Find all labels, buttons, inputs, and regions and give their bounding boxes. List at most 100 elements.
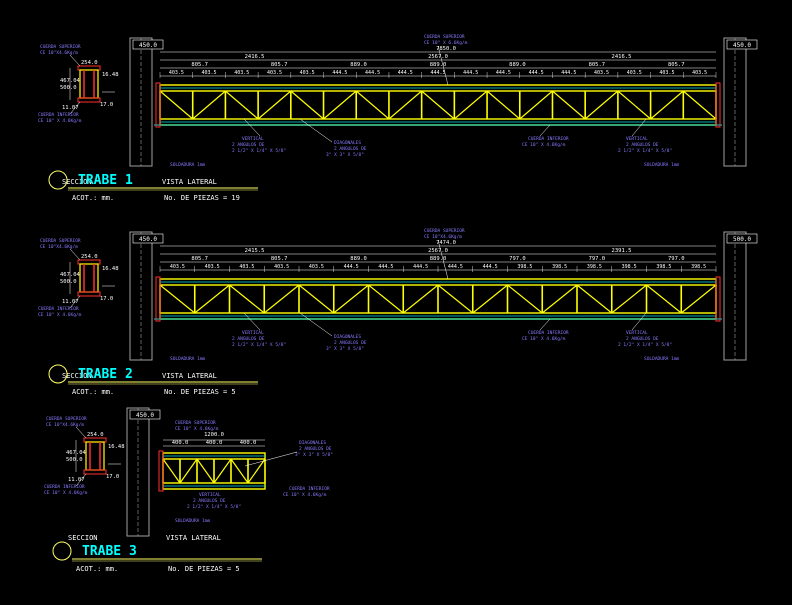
- dim-panel-7: 444.5: [413, 264, 428, 270]
- end-plate-left: [158, 450, 164, 492]
- leader-vertical-r: [631, 118, 647, 137]
- column-right-label-box: [726, 39, 758, 50]
- end-plate-right: [715, 82, 721, 128]
- dim-total: 1200.0: [204, 432, 224, 438]
- dim-panel-13: 403.5: [594, 70, 609, 76]
- sec-dim-h1: 467.04: [60, 272, 81, 278]
- note-vertical-1: VERTICAL: [199, 492, 221, 498]
- note-vertical-2: 2 ANGULOS DE: [193, 498, 226, 504]
- dim-upper-4: 889.0: [509, 62, 526, 68]
- label-seccion: SECCION: [68, 534, 98, 542]
- note-vertical-r-2: 2 ANGULOS DE: [626, 336, 659, 342]
- column-right-label: 450.0: [733, 42, 751, 49]
- dim-mid-0: 2415.5: [245, 248, 265, 254]
- dim-panel-12: 398.5: [587, 264, 602, 270]
- section-body: [79, 263, 99, 293]
- diagonal-member: [646, 284, 682, 314]
- diagonal-member: [368, 284, 404, 314]
- dim-upper-1: 805.7: [271, 62, 288, 68]
- note-vertical-3: 2 1/2" X 1/4" X 5/8": [187, 504, 241, 510]
- sec-dim-bl: 11.07: [68, 477, 85, 483]
- sec-dim-top: 254.0: [87, 432, 104, 438]
- note-vertical-2: 2 ANGULOS DE: [232, 142, 265, 148]
- sec-note-inf-1: CUERDA INFERIOR: [38, 112, 79, 118]
- note-vertical-r-3: 2 1/2" X 1/4" X 5/8": [618, 342, 672, 348]
- dim-upper-5: 805.7: [589, 62, 606, 68]
- dim-panel-1: 403.5: [205, 264, 220, 270]
- leader-cuerda-sup: [437, 45, 449, 86]
- label-vista: VISTA LATERAL: [166, 534, 221, 542]
- note-soldadura-left: SOLDADURA 1mm: [170, 356, 206, 362]
- title-acot: ACOT.: mm.: [72, 194, 114, 202]
- sec-dim-h2: 500.0: [60, 279, 77, 285]
- note-cuerda-sup-1: CUERDA SUPERIOR: [175, 420, 216, 426]
- dim-panel-13: 398.5: [622, 264, 637, 270]
- diagonal-member: [162, 458, 181, 484]
- leader-cuerda-inf: [539, 318, 551, 331]
- dim-panel-4: 403.5: [300, 70, 315, 76]
- note-soldadura: SOLDADURA 1mm: [175, 518, 211, 524]
- sec-dim-right: 16.48: [102, 72, 119, 78]
- dim-panel-5: 444.5: [344, 264, 359, 270]
- dim-panel-9: 444.5: [463, 70, 478, 76]
- diagonal-member: [617, 90, 651, 120]
- note-cuerda-sup-2: CE 10" X 4.6Kg/m: [175, 426, 219, 432]
- sec-dim-h1: 467.04: [60, 78, 81, 84]
- sec-note-inf-2: CE 10" X 4.6Kg/m: [44, 490, 88, 496]
- sec-note-sup-2: CE 10"X4.6Kg/m: [40, 50, 78, 56]
- diagonal-member: [333, 284, 369, 314]
- note-vertical-2: 2 ANGULOS DE: [232, 336, 265, 342]
- diagonal-member: [680, 284, 717, 314]
- dim-panel-11: 444.5: [529, 70, 544, 76]
- dim-panel-15: 398.5: [691, 264, 706, 270]
- sec-note-sup-1: CUERDA SUPERIOR: [40, 238, 81, 244]
- note-cuerda-sup-1: CUERDA SUPERIOR: [424, 34, 465, 40]
- title-circle: [48, 364, 68, 384]
- note-diag-3: 3" X 3" X 5/8": [326, 346, 364, 352]
- dim-panel-10: 398.5: [517, 264, 532, 270]
- dim-panel-0: 403.5: [170, 264, 185, 270]
- note-diag-1: DIAGONALES: [299, 440, 326, 446]
- dim-panel-10: 444.5: [496, 70, 511, 76]
- diagonal-member: [541, 284, 578, 314]
- sec-leader-sup: [75, 426, 87, 439]
- diagonal-member: [682, 90, 717, 120]
- dim-panel-3: 403.5: [267, 70, 282, 76]
- diagonal-member: [213, 458, 232, 484]
- section-bottom-plate: [83, 469, 107, 475]
- note-vertical-r-2: 2 ANGULOS DE: [626, 142, 659, 148]
- diagonal-member: [230, 458, 249, 484]
- sec-note-sup-2: CE 10"X4.6Kg/m: [40, 244, 78, 250]
- diagonal-member: [355, 90, 390, 120]
- dim-panel-4: 403.5: [309, 264, 324, 270]
- dim-panel-15: 403.5: [659, 70, 674, 76]
- diagonal-member: [323, 90, 357, 120]
- note-diag-1: DIAGONALES: [334, 334, 361, 340]
- dim-panel-7: 444.5: [398, 70, 413, 76]
- sec-dim-top: 254.0: [81, 60, 98, 66]
- dim-panel-6: 444.5: [365, 70, 380, 76]
- note-diag-2: 2 ANGULOS DE: [334, 340, 367, 346]
- note-cuerda-inf-2: CE 10" X 4.6Kg/m: [522, 336, 566, 342]
- diagonal-member: [584, 90, 619, 120]
- sec-dim-bl: 11.07: [62, 299, 79, 305]
- dim-panel-8: 444.5: [448, 264, 463, 270]
- sec-leader-sup: [69, 248, 81, 261]
- dim-mid-0: 2416.5: [245, 54, 265, 60]
- diagonal-member: [159, 90, 194, 120]
- sec-dim-h1: 467.04: [66, 450, 87, 456]
- diagonal-member: [611, 284, 647, 314]
- section-body: [79, 69, 99, 99]
- sec-dim-br: 17.0: [100, 296, 113, 302]
- diagonal-member: [472, 284, 508, 314]
- diagonal-member: [298, 284, 335, 314]
- dim-upper-5: 797.0: [589, 256, 606, 262]
- sec-dim-right: 16.48: [102, 266, 119, 272]
- column-left-label-box: [132, 233, 164, 244]
- column-right-label-box: [726, 233, 758, 244]
- dim-panel-2: 400.0: [240, 440, 257, 446]
- column-left-label: 450.0: [139, 42, 157, 49]
- dim-upper-0: 805.7: [191, 256, 208, 262]
- sec-leader-inf: [69, 295, 81, 309]
